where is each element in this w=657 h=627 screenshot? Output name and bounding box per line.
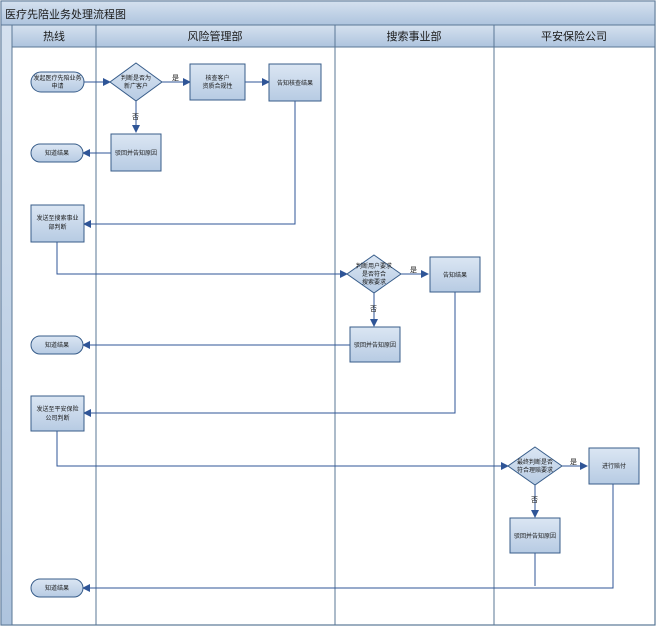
node-text: 申请 <box>51 82 63 90</box>
edge-label-no: 否 <box>132 113 139 121</box>
node-notify-result <box>429 256 481 293</box>
edge-label-yes: 是 <box>570 458 577 466</box>
title-bar <box>0 0 656 26</box>
node-text: 新广客户 <box>124 82 148 90</box>
node-judge-search <box>346 254 402 294</box>
node-text: 判断用户要求 <box>356 262 392 270</box>
node-reject-3 <box>509 517 561 554</box>
node-text: 部判断 <box>48 223 66 231</box>
lane-title-risk: 风险管理部 <box>188 29 243 43</box>
node-text: 告知结果 <box>443 271 467 279</box>
lane-header-pingan <box>493 24 656 48</box>
node-text: 符合理赔要求 <box>517 466 553 474</box>
edge-label-yes: 是 <box>172 74 179 82</box>
node-judge-customer <box>109 62 163 102</box>
edge-notify-to-send-pingan <box>83 292 456 417</box>
node-text: 核查客户 <box>205 74 229 82</box>
lane-title-pingan: 平安保险公司 <box>541 29 607 43</box>
node-text: 进行赔付 <box>602 462 626 470</box>
node-text: 资质合规性 <box>202 82 232 90</box>
node-start <box>30 71 85 93</box>
node-notify-check <box>268 63 322 102</box>
node-text: 判断是否为 <box>121 74 151 82</box>
node-text: 最终判断是否 <box>517 458 553 466</box>
node-send-pingan <box>30 395 85 432</box>
node-text: 驳回并告知原因 <box>514 532 556 540</box>
edge-label-no: 否 <box>531 496 538 504</box>
node-text: 告知核查结果 <box>277 79 313 87</box>
edge-send-search-to-judge <box>56 242 348 278</box>
node-text: 驳回并告知原因 <box>354 341 396 349</box>
diagram-title: 医疗先陪业务处理流程图 <box>5 7 126 21</box>
node-text: 知道结果 <box>45 149 69 157</box>
node-text: 驳回并告知原因 <box>115 149 157 157</box>
node-know-result-2 <box>30 335 84 355</box>
left-strip <box>0 24 13 626</box>
node-pay <box>588 447 640 485</box>
node-know-result-3 <box>30 578 84 598</box>
node-know-result-1 <box>30 143 84 163</box>
node-text: 搜索要求 <box>362 278 386 286</box>
node-send-search <box>30 204 85 243</box>
node-reject-1 <box>110 133 162 172</box>
edge-pay-to-know <box>82 484 614 592</box>
node-text: 发送至搜索事业 <box>36 214 78 222</box>
node-text: 发起医疗先陪业务 <box>33 74 81 82</box>
node-reject-2 <box>349 326 401 363</box>
edge-label-no: 否 <box>370 305 377 313</box>
node-judge-pingan <box>507 446 563 486</box>
lane-title-hotline: 热线 <box>43 29 65 43</box>
node-text: 公司判断 <box>45 414 69 422</box>
lane-title-search: 搜索事业部 <box>387 29 442 43</box>
node-text: 知道结果 <box>45 341 69 349</box>
node-text: 是否符合 <box>362 270 386 278</box>
node-check-qual <box>189 63 246 101</box>
edge-notify-to-send-search <box>83 101 296 228</box>
node-text: 知道结果 <box>45 584 69 592</box>
edge-label-yes: 是 <box>410 266 417 274</box>
edge-send-pingan-to-judge <box>56 431 509 470</box>
node-text: 发送至平安保险 <box>36 405 78 413</box>
